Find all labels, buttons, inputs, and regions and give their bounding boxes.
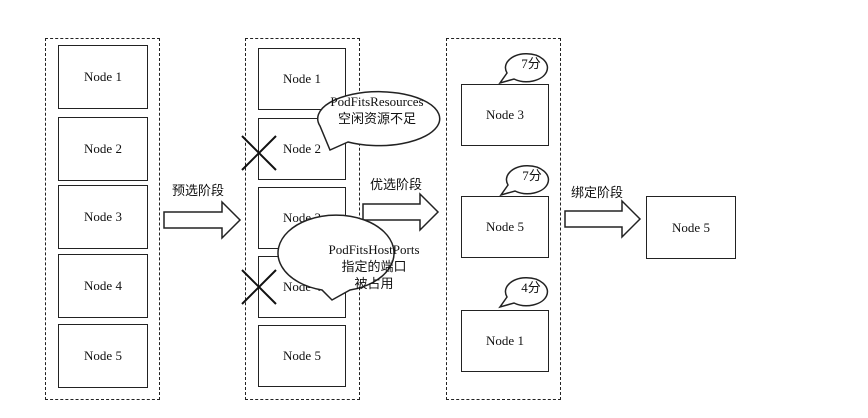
filtered-node-1: Node 1	[258, 48, 346, 110]
bound-node: Node 5	[646, 196, 736, 259]
candidate-node-2: Node 2	[58, 117, 148, 181]
bind-stage-label: 绑定阶段	[571, 186, 624, 201]
rejection-callout-1-bubble	[317, 90, 441, 151]
score-callout-2: 7分	[522, 168, 542, 183]
scored-nodes-group	[446, 38, 561, 400]
score-stage-label: 优选阶段	[370, 178, 423, 193]
rejection-callout-1-line1: PodFitsResources	[330, 94, 424, 109]
scored-node-1: Node 1	[461, 310, 549, 372]
score-stage-arrow	[362, 192, 440, 232]
bind-stage-arrow	[564, 199, 642, 239]
scored-node-3: Node 3	[461, 84, 549, 146]
rejected-node-4-cross-icon	[241, 269, 277, 305]
rejection-callout-2-line2: 指定的端口	[341, 259, 407, 274]
score-callout-1-bubble	[498, 52, 549, 85]
rejection-callout-1: PodFitsResources 空闲资源不足	[312, 93, 442, 127]
rejection-callout-2-bubble	[277, 214, 395, 301]
score-callout-2-bubble	[499, 164, 550, 197]
candidate-node-3: Node 3	[58, 185, 148, 249]
candidate-node-4: Node 4	[58, 254, 148, 318]
rejection-callout-2-line3: 被占用	[354, 276, 394, 291]
rejection-callout-1-line2: 空闲资源不足	[337, 111, 416, 126]
filtered-node-5: Node 5	[258, 325, 346, 387]
filter-stage-arrow	[163, 200, 242, 240]
score-callout-3: 4分	[521, 280, 541, 295]
candidate-node-1: Node 1	[58, 45, 148, 109]
score-callout-1: 7分	[521, 56, 541, 71]
scored-node-5: Node 5	[461, 196, 549, 258]
candidate-node-5: Node 5	[58, 324, 148, 388]
rejection-callout-2-line1: PodFitsHostPorts	[328, 242, 420, 257]
rejected-node-2-cross-icon	[241, 135, 277, 171]
score-callout-3-bubble	[498, 276, 549, 309]
rejection-callout-2: PodFitsHostPorts 指定的端口 被占用	[312, 241, 436, 292]
candidate-nodes-group	[45, 38, 160, 400]
filter-stage-label: 预选阶段	[172, 184, 225, 199]
